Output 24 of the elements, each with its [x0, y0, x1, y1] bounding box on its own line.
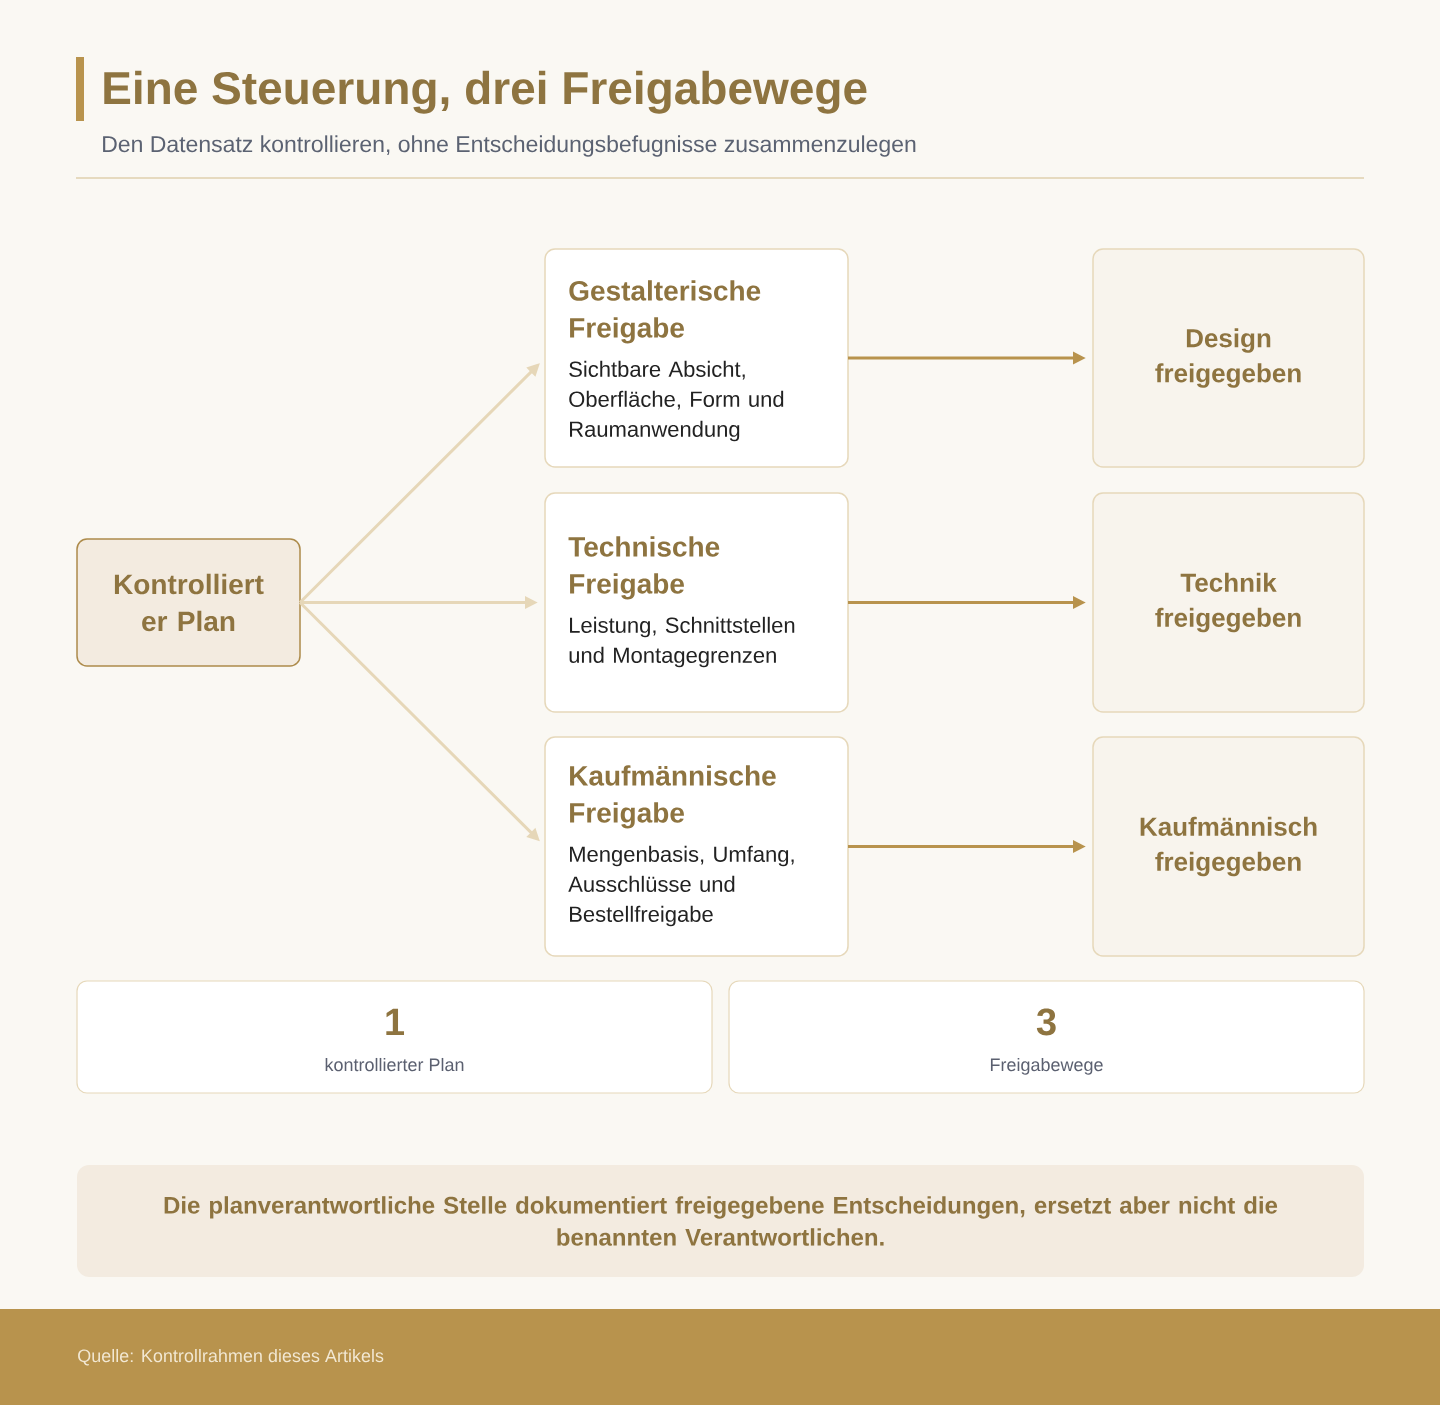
source-note: Quelle: Kontrollrahmen dieses Artikels [78, 1348, 384, 1366]
box-heading: Kaufmännische Freigabe [570, 765, 776, 829]
result-box: Technik freigegeben [1092, 492, 1365, 713]
process-box [544, 248, 849, 468]
box-description: Sichtbare Absicht, Oberfläche, Form und Raumanwendung [569, 360, 784, 442]
result-box: Kaufmännisch freigegeben [1092, 736, 1365, 957]
stat-label: kontrollierter Plan [325, 1057, 464, 1072]
box-description: Leistung, Schnittstellen und Montagegrenzen [569, 616, 795, 668]
process-box [544, 492, 849, 713]
subtitle: Den Datensatz kontrollieren, ohne Entscheidungsbefugnisse zusammenzulegen [103, 135, 916, 157]
stat-number: 1 [386, 1008, 404, 1035]
process-box [544, 736, 849, 957]
footer-band [0, 1309, 1440, 1405]
box-heading: Gestalterische Freigabe [569, 280, 761, 344]
stat-label: Freigabewege [990, 1057, 1103, 1075]
box-heading: Technische Freigabe [568, 536, 720, 600]
box-description: Mengenbasis, Umfang, Ausschlüsse und Bestellfreigabe [568, 845, 794, 927]
title: Eine Steuerung, drei Freigabewege [104, 70, 867, 114]
stat-number: 3 [1036, 1008, 1056, 1036]
stat-card [728, 980, 1365, 1094]
note-box: Die planverantwortliche Stelle dokumentiert freigegebene Entscheidungen, ersetzt aber nicht die benannten Verantwortlichen. [77, 1165, 1364, 1277]
stat-card [76, 980, 713, 1094]
start-box: Kontrolliert er Plan [76, 538, 301, 667]
result-box: Design freigegeben [1092, 248, 1365, 468]
